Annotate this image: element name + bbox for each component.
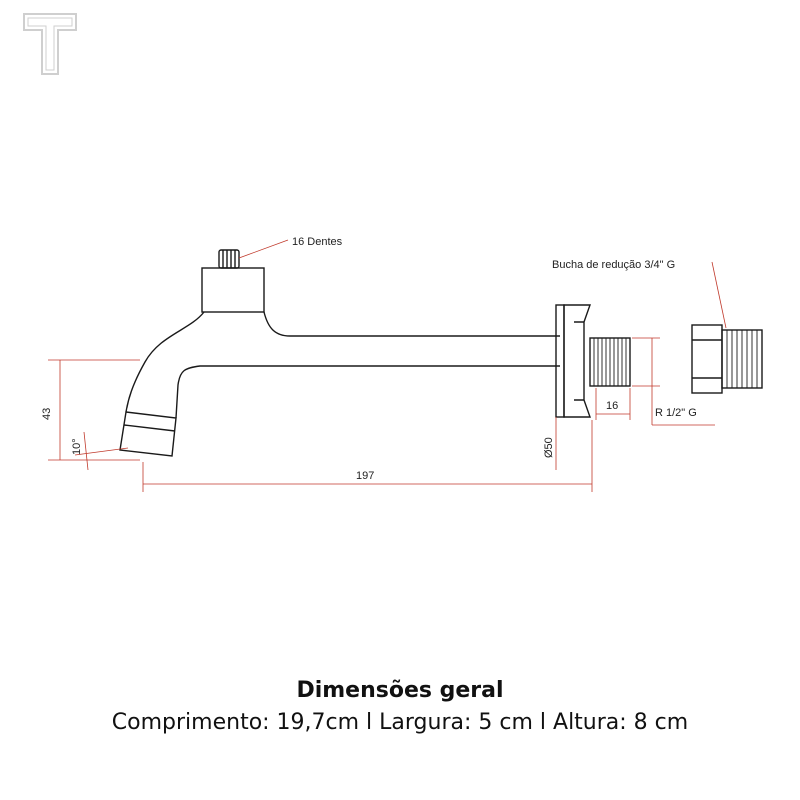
flange-diameter-label: Ø50 (543, 437, 555, 458)
angle-label: 10° (71, 438, 83, 455)
caption-specs: Comprimento: 19,7cm l Largura: 5 cm l Al… (111, 710, 689, 735)
height-label: 43 (41, 408, 53, 420)
thread-spec-label: R 1/2" G (655, 407, 697, 419)
reducer-label: Bucha de redução 3/4" G (552, 259, 675, 271)
faucet-body (119, 249, 763, 457)
spout-pipe (125, 311, 560, 419)
dimension-lines (48, 239, 727, 492)
wall-flange-plate (555, 304, 565, 418)
caption-title: Dimensões geral (296, 678, 504, 703)
reducer-bushing (691, 324, 763, 394)
valve-housing (201, 267, 265, 313)
spout-tip (119, 411, 177, 457)
brand-logo (23, 13, 77, 75)
teeth-label: 16 Dentes (292, 236, 343, 248)
handle-knob (218, 249, 240, 269)
length-label: 197 (356, 470, 374, 482)
thread-length-label: 16 (606, 400, 618, 412)
